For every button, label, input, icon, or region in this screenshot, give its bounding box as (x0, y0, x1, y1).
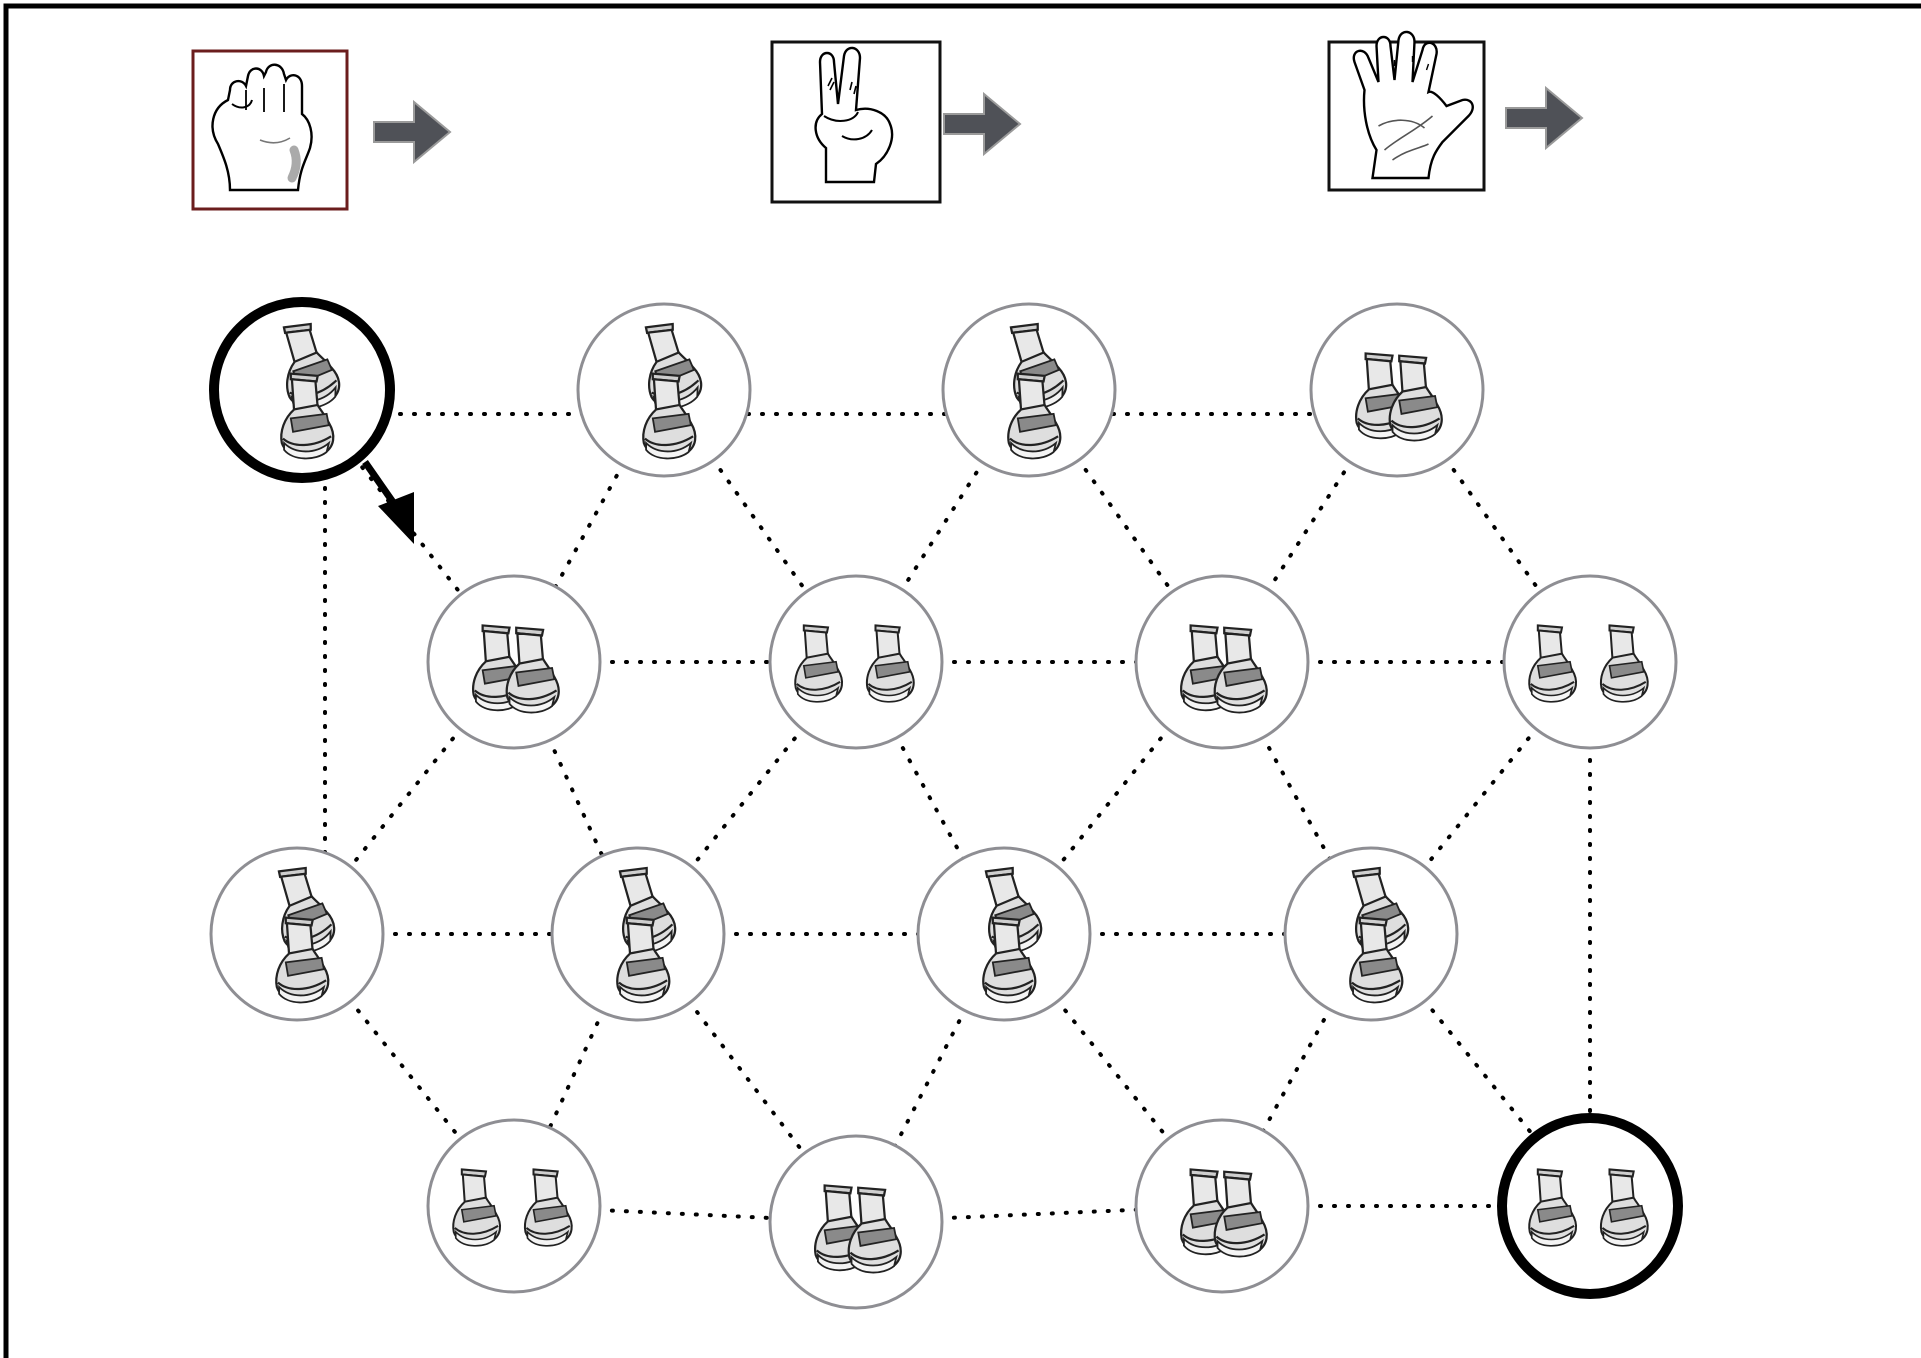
start-arrow (362, 459, 414, 544)
grid-node[interactable] (576, 302, 752, 478)
grid-node[interactable] (768, 574, 944, 750)
gesture-legend (191, 30, 1583, 211)
grid-node[interactable] (1134, 1118, 1310, 1294)
grid-node[interactable] (426, 1118, 602, 1294)
end-node[interactable] (1497, 1113, 1683, 1299)
node-ring (426, 1118, 602, 1294)
legend-item-open-palm (1327, 30, 1583, 192)
grid-node[interactable] (1309, 302, 1485, 478)
path-edge (1220, 660, 1373, 936)
grid-node[interactable] (209, 846, 385, 1022)
grid-nodes (209, 297, 1683, 1310)
puzzle-frame (3, 3, 1921, 1358)
grid-edges (295, 388, 1592, 1224)
path-edge (636, 932, 858, 1224)
grid-node[interactable] (941, 302, 1117, 478)
grid-node[interactable] (768, 1134, 944, 1310)
right-arrow-icon (373, 101, 451, 163)
path-edge (512, 388, 666, 664)
arrow-shaft (362, 459, 398, 508)
legend-item-fist (191, 49, 451, 211)
path-edge (854, 660, 1006, 936)
grid-node[interactable] (1283, 846, 1459, 1022)
grid-node[interactable] (916, 846, 1092, 1022)
start-node[interactable] (209, 297, 395, 483)
grid-node[interactable] (1502, 574, 1678, 750)
right-arrow-icon (1505, 87, 1583, 149)
node-ring (1497, 1113, 1683, 1299)
path-edge (854, 1204, 1224, 1224)
grid-node[interactable] (550, 846, 726, 1022)
grid-node[interactable] (426, 574, 602, 750)
node-ring (1502, 574, 1678, 750)
path-edge (1220, 932, 1373, 1208)
arrow-head-icon (378, 492, 414, 544)
grid-node[interactable] (1134, 574, 1310, 750)
node-ring (768, 574, 944, 750)
right-arrow-icon (943, 93, 1021, 155)
legend-item-two-fingers (770, 40, 1021, 204)
